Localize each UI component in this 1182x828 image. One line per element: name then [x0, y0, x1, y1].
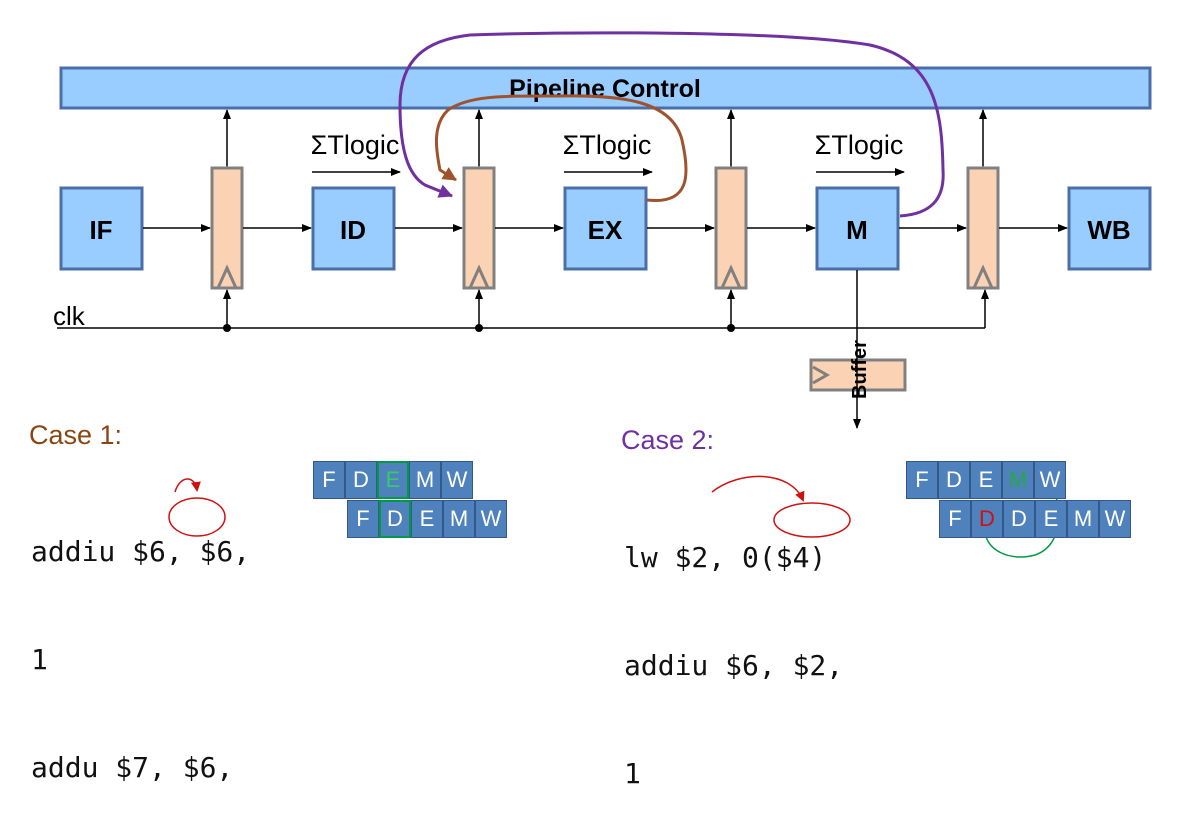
svg-text:ID: ID: [340, 215, 366, 245]
case2-r1-c1: F: [906, 461, 938, 499]
case2-r2-c1: F: [939, 500, 971, 538]
forward-arrow-m-to-id: [398, 31, 945, 218]
logic-label-1: ΣTlogic: [311, 130, 400, 160]
case2-code: lw $2, 0($4) addiu $6, $2, 1: [624, 468, 843, 828]
case1-dependency-arrow: [174, 478, 201, 493]
svg-text:EX: EX: [588, 215, 623, 245]
case1-r1-c1: F: [313, 461, 345, 499]
case2-r2-c3: D: [1003, 500, 1035, 538]
case1-r1-c2: D: [345, 461, 377, 499]
case2-table-row-1: F D E M W: [906, 461, 1066, 499]
case1-r1-c3: E: [377, 461, 409, 499]
case1-title: Case 1:: [29, 420, 123, 450]
buffer: [809, 358, 907, 392]
svg-text:WB: WB: [1087, 215, 1130, 245]
stage-ex: EX: [563, 186, 648, 271]
case1-code-line-3: addu $7, $6,: [31, 751, 234, 784]
case1-r2-c5: W: [475, 500, 507, 538]
clock-line: [57, 289, 989, 329]
case1-r2-c4: M: [443, 500, 475, 538]
case2-r2-c4: E: [1035, 500, 1067, 538]
svg-text:M: M: [846, 215, 868, 245]
case2-r1-c4: M: [1002, 461, 1034, 499]
case1-r1-c4: M: [409, 461, 441, 499]
case2-circle: [773, 502, 851, 538]
forward-arrow-ex-to-id: [434, 94, 688, 203]
stage-id: ID: [311, 186, 396, 271]
case2-dependency-arrow: [711, 475, 805, 502]
case2-r2-c6: W: [1099, 500, 1131, 538]
case1-code: addiu $6, $6, 1 addu $7, $6,: [31, 462, 250, 822]
case2-code-line-3: 1: [624, 757, 641, 790]
case2-r1-c5: W: [1034, 461, 1066, 499]
case1-code-line-1: addiu $6, $6,: [31, 535, 251, 568]
case2-code-line-2: addiu $6, $2,: [624, 649, 844, 682]
pipeline-register-1: [210, 166, 244, 290]
pipeline-control-bar: [59, 66, 1152, 110]
case2-table-row-2: F D D E M W: [939, 500, 1131, 538]
case2-r2-c5: M: [1067, 500, 1099, 538]
stage-if: IF: [59, 186, 144, 271]
case1-r2-c1: F: [347, 500, 379, 538]
case2-r2-c2: D: [971, 500, 1003, 538]
case1-table-row-1: F D E M W: [313, 461, 473, 499]
pipeline-register-3: [714, 166, 748, 290]
pipeline-register-4: [966, 166, 1000, 290]
clk-label: clk: [53, 301, 86, 331]
case2-r1-c2: D: [938, 461, 970, 499]
stage-m: M: [815, 186, 900, 271]
buffer-label: Buffer: [849, 340, 871, 399]
pipeline-control-label: Pipeline Control: [509, 75, 701, 103]
logic-label-2: ΣTlogic: [563, 130, 652, 160]
clock-junctions: [223, 324, 735, 332]
stage-wb: WB: [1067, 186, 1152, 271]
case1-r2-c2: D: [379, 500, 411, 538]
case1-r2-c3: E: [411, 500, 443, 538]
case2-r1-c3: E: [970, 461, 1002, 499]
case1-r1-c5: W: [441, 461, 473, 499]
case1-code-line-2: 1: [31, 643, 48, 676]
case2-code-line-1: lw $2, 0($4): [624, 541, 827, 574]
case1-table-row-2: F D E M W: [347, 500, 507, 538]
pipeline-register-2: [462, 166, 496, 290]
case1-circle: [168, 497, 226, 537]
case2-title: Case 2:: [621, 425, 715, 455]
pipeline-diagram: Pipeline Control ΣTlogic ΣTlogic ΣTlogic…: [53, 31, 1152, 558]
svg-text:IF: IF: [89, 215, 112, 245]
control-arrows: [223, 109, 987, 175]
logic-label-3: ΣTlogic: [815, 130, 904, 160]
